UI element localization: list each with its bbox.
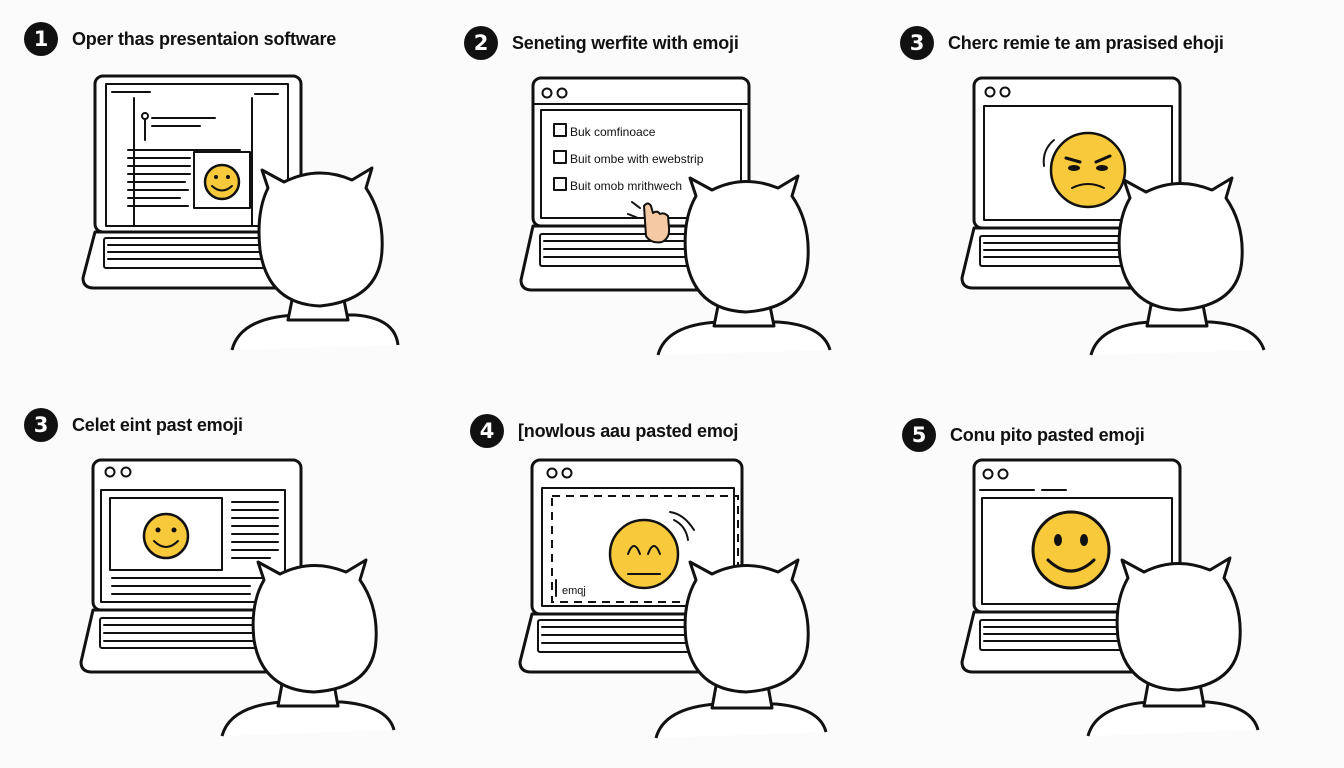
step-header: 4 [nowlous aau pasted emoj	[470, 414, 738, 448]
step-panel-6: 5 Conu pito pasted emoji	[896, 384, 1344, 768]
step-panel-5: 4 [nowlous aau pasted emoj emqj	[448, 384, 896, 768]
step-header: 5 Conu pito pasted emoji	[902, 418, 1145, 452]
step-title: Cherc remie te am prasised ehoji	[948, 32, 1224, 53]
step-header: 3 Celet eint past emoji	[24, 408, 243, 442]
pointing-hand-icon	[627, 201, 671, 244]
paste-label: emqj	[562, 585, 586, 597]
step-panel-2: 2 Seneting werfite with emoji Buk comfin…	[448, 0, 896, 384]
step-title: Seneting werfite with emoji	[512, 32, 739, 53]
step-number-badge: 3	[24, 408, 58, 442]
step-header: 2 Seneting werfite with emoji	[464, 26, 739, 60]
step-number-badge: 3	[900, 26, 934, 60]
person	[220, 558, 396, 737]
step-number-badge: 4	[470, 414, 504, 448]
laptop-illustration	[79, 458, 396, 737]
laptop-illustration	[960, 76, 1266, 356]
person	[654, 558, 828, 739]
person	[1089, 176, 1266, 356]
laptop-illustration: emqj	[518, 458, 828, 739]
step-title: [nowlous aau pasted emoj	[518, 420, 739, 441]
step-panel-3: 3 Cherc remie te am prasised ehoji	[896, 0, 1344, 384]
paste-selection-box	[551, 495, 739, 603]
laptop-illustration	[81, 74, 400, 351]
checkbox	[553, 150, 567, 164]
smile-icon	[1031, 510, 1111, 590]
checkbox-list: Buk comfinoace Buit ombe with ewebstrip …	[553, 123, 704, 193]
step-title: Celet eint past emoji	[72, 414, 243, 435]
step-header: 1 Oper thas presentaion software	[24, 22, 336, 56]
frown-icon	[608, 518, 680, 590]
list-item-label: Buk comfinoace	[570, 125, 656, 139]
smile-icon	[142, 512, 190, 560]
person	[1086, 556, 1260, 737]
step-header: 3 Cherc remie te am prasised ehoji	[900, 26, 1224, 60]
step-number-badge: 5	[902, 418, 936, 452]
step-title: Conu pito pasted emoji	[950, 424, 1145, 445]
smile-icon	[203, 163, 241, 201]
step-panel-4: 3 Celet eint past emoji	[0, 384, 448, 768]
checkbox	[553, 177, 567, 191]
checkbox	[553, 123, 567, 137]
step-title: Oper thas presentaion software	[72, 28, 337, 49]
step-panel-1: 1 Oper thas presentaion software	[0, 0, 448, 384]
step-number-badge: 2	[464, 26, 498, 60]
list-item-label: Buit omob mrithwech	[570, 179, 682, 193]
list-item-label: Buit ombe with ewebstrip	[570, 152, 704, 166]
laptop-illustration: Buk comfinoace Buit ombe with ewebstrip …	[519, 76, 832, 356]
person	[230, 166, 400, 351]
laptop-illustration	[960, 458, 1260, 737]
step-number-badge: 1	[24, 22, 58, 56]
person	[656, 174, 832, 356]
frown-icon	[1049, 131, 1127, 209]
